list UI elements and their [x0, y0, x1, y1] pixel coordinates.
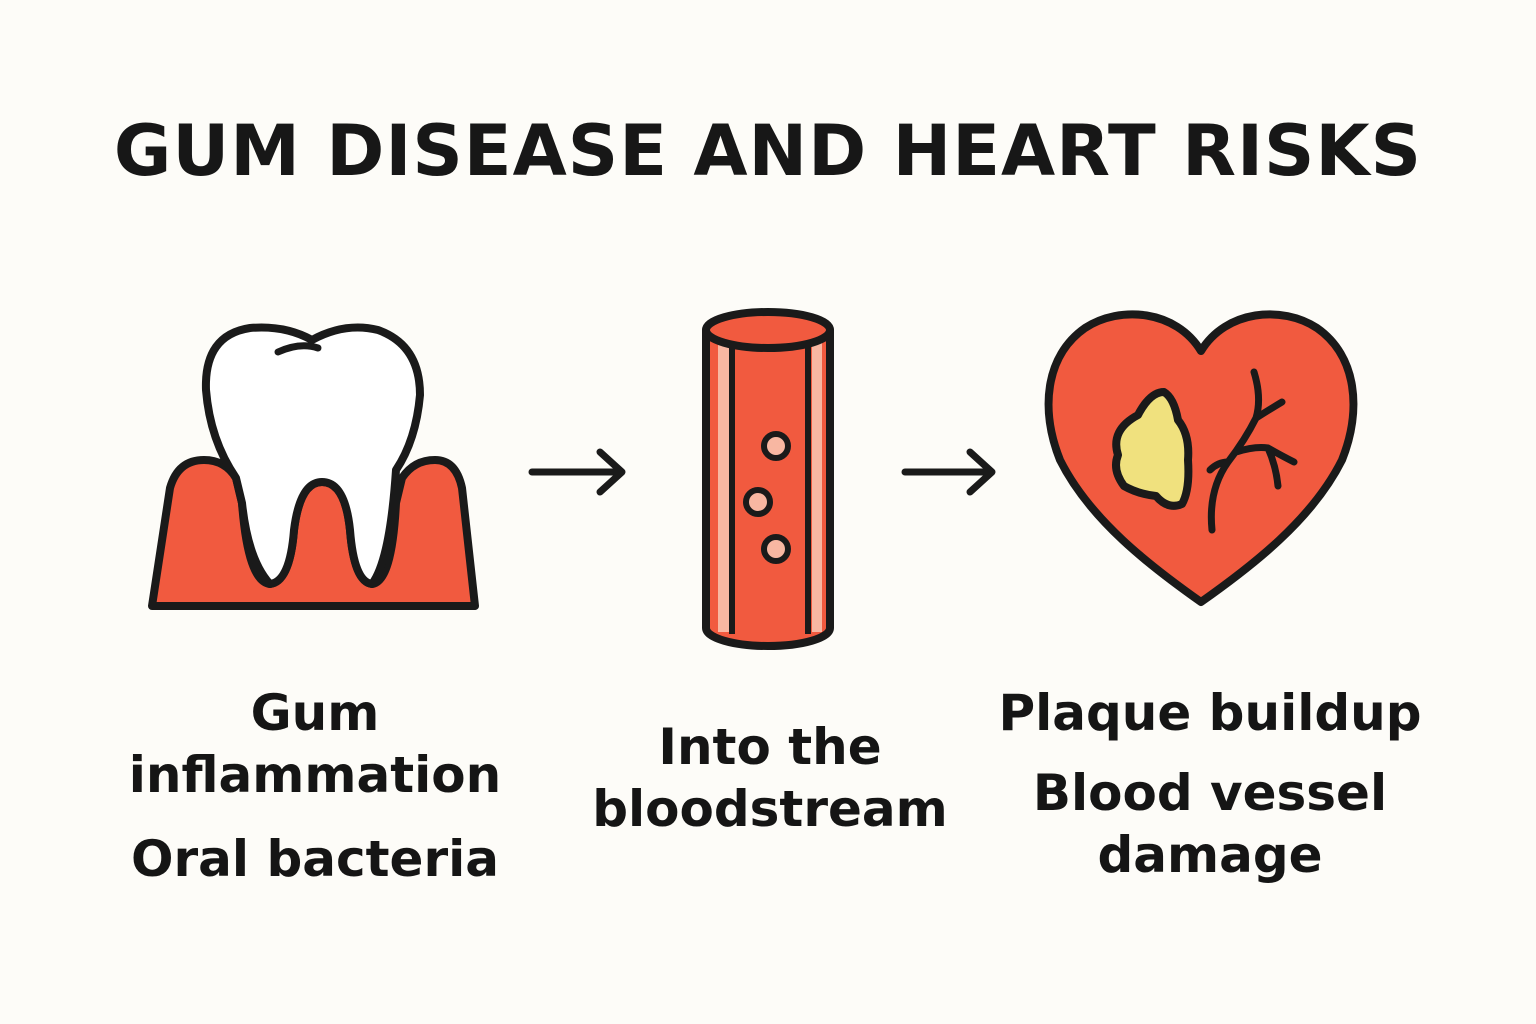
step-heart-label: Plaque buildup Blood vessel damage	[990, 682, 1430, 886]
bacteria-dot	[761, 431, 791, 461]
heart-shape	[1044, 310, 1358, 606]
step-blood-label: Into the bloodstream	[570, 716, 970, 840]
step-heart-sub-2: damage	[1097, 826, 1323, 884]
damaged-vessel-branch	[1206, 368, 1298, 534]
plaque-deposit	[1112, 388, 1193, 510]
step-gum-sub: Oral bacteria	[131, 830, 499, 888]
step-gum-line-1: Gum	[250, 684, 380, 742]
tooth-shape	[201, 323, 424, 588]
step-gum-label: Gum inflammation Oral bacteria	[115, 682, 515, 890]
tooth-crown-fold	[274, 342, 322, 356]
heart-plaque-icon	[1044, 310, 1358, 606]
bacteria-dot	[761, 534, 791, 564]
vessel-body	[702, 326, 834, 650]
arrow-right-icon	[528, 448, 626, 496]
vessel-top-opening	[702, 308, 834, 352]
step-heart-sub-1: Blood vessel	[1032, 764, 1388, 822]
step-blood-line-1: Into the	[658, 718, 882, 776]
blood-vessel-icon	[702, 308, 834, 650]
bacteria-dot	[743, 487, 773, 517]
vessel-highlight-left	[718, 340, 732, 632]
arrow-right-icon	[901, 448, 996, 496]
diagram-title: GUM DISEASE AND HEART RISKS	[113, 110, 1423, 192]
step-gum-line-2: inflammation	[128, 746, 502, 804]
step-heart-line-1: Plaque buildup	[998, 684, 1422, 742]
tooth-gum-icon	[148, 323, 479, 610]
step-blood-line-2: bloodstream	[592, 780, 948, 838]
vessel-highlight-right	[812, 340, 822, 632]
